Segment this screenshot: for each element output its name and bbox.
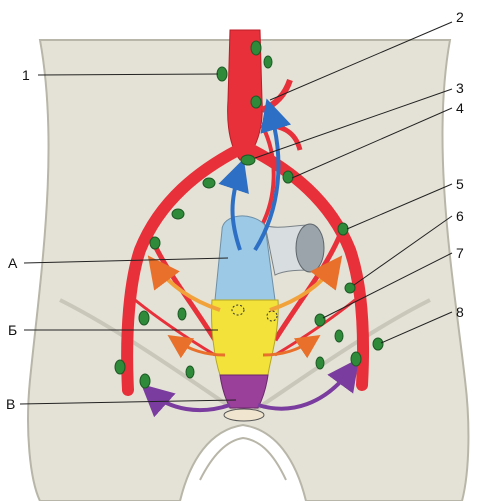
label-3: 3 [456, 80, 464, 96]
label-2: 2 [456, 9, 464, 25]
label-7: 7 [456, 245, 464, 261]
label-5: 5 [456, 176, 464, 192]
label-1: 1 [22, 67, 30, 83]
label-B: Б [8, 322, 17, 338]
label-4: 4 [456, 100, 464, 116]
label-A: А [8, 255, 18, 271]
label-6: 6 [456, 208, 464, 224]
label-V: В [6, 396, 15, 412]
label-8: 8 [456, 304, 464, 320]
